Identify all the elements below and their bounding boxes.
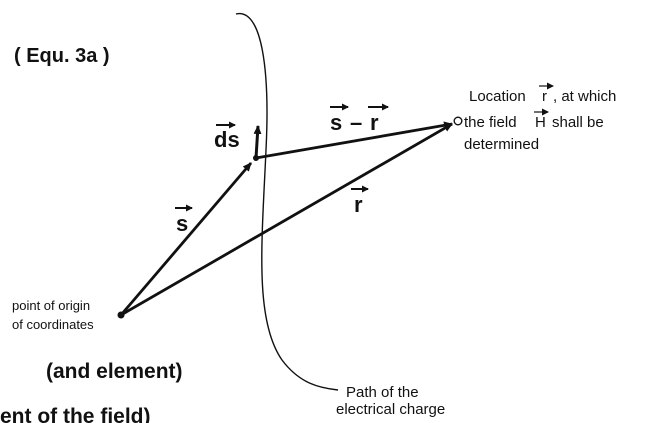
svg-text:of coordinates: of coordinates	[12, 317, 94, 332]
svg-text:determined: determined	[464, 136, 539, 153]
svg-text:Location: Location	[469, 88, 526, 105]
vector-s-line	[119, 162, 253, 316]
svg-text:shall be: shall be	[552, 114, 604, 131]
label-s: s	[175, 204, 193, 236]
label-r: r	[351, 185, 369, 217]
svg-text:r: r	[354, 192, 363, 217]
svg-text:r: r	[370, 110, 379, 135]
equation-label: ( Equ. 3a )	[14, 45, 110, 67]
vector-ds-line	[253, 125, 262, 159]
vector-s-minus-r-line	[255, 121, 453, 160]
svg-text:s: s	[176, 211, 188, 236]
charge-path-curve	[235, 13, 339, 391]
origin-description: point of origin of coordinates	[12, 298, 94, 332]
svg-text:point of origin: point of origin	[12, 298, 90, 313]
svg-text:s: s	[330, 110, 342, 135]
vector-r-line	[120, 122, 453, 317]
location-point	[453, 116, 463, 126]
ds-point	[253, 155, 259, 161]
label-ds: ds	[214, 121, 240, 152]
svg-text:–: –	[350, 110, 362, 135]
svg-text:H: H	[535, 114, 546, 131]
bottom-text-line2: ent of the field)	[0, 405, 151, 423]
path-description: Path of the electrical charge	[336, 384, 445, 418]
svg-text:the field: the field	[464, 114, 517, 131]
svg-text:electrical charge: electrical charge	[336, 401, 445, 418]
svg-text:, at which: , at which	[553, 88, 616, 105]
origin-point	[117, 311, 125, 319]
location-description: Location r , at which the field H shall …	[464, 82, 616, 153]
bottom-text-line1: (and element)	[46, 360, 183, 383]
label-s-minus-r: s – r	[330, 103, 389, 135]
svg-text:ds: ds	[214, 127, 240, 152]
svg-text:r: r	[542, 88, 547, 105]
svg-text:Path of the: Path of the	[346, 384, 419, 401]
